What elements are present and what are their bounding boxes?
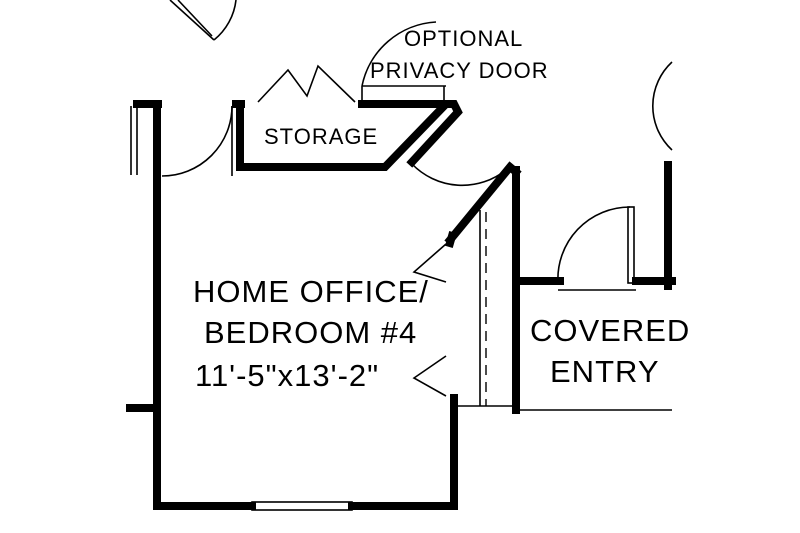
closet-diagonal-wall — [444, 161, 522, 246]
label-home-office: HOME OFFICE/ — [193, 274, 429, 309]
hall-wall — [406, 100, 463, 168]
upper-door-leaf-2 — [177, 0, 213, 37]
label-storage: STORAGE — [264, 124, 378, 149]
right-edge-arc — [651, 61, 673, 151]
hall-door-leaf — [411, 113, 461, 165]
closet-bifold-upper — [412, 243, 447, 283]
storage-bifold-door — [257, 64, 356, 103]
label-bedroom: BEDROOM #4 — [204, 315, 417, 350]
label-room-dimensions: 11'-5"x13'-2" — [195, 358, 379, 393]
privacy-door-swing — [361, 21, 437, 87]
hall-door-swing — [411, 163, 507, 187]
room-door-swing — [161, 105, 233, 177]
upper-door-leaf — [169, 0, 215, 41]
label-optional: OPTIONAL — [404, 26, 523, 51]
storage-walls — [236, 100, 456, 171]
entry-door-leaf — [627, 206, 635, 284]
label-privacy-door: PRIVACY DOOR — [370, 58, 549, 83]
thin-lines — [130, 0, 673, 511]
walls — [126, 100, 676, 510]
closet-bifold-lower — [412, 355, 447, 397]
bottom-window — [251, 501, 353, 511]
upper-door-swing — [213, 0, 237, 41]
entry-door-swing — [557, 206, 631, 284]
labels: OPTIONAL PRIVACY DOOR STORAGE HOME OFFIC… — [193, 26, 690, 393]
label-entry: ENTRY — [550, 354, 660, 389]
label-covered: COVERED — [530, 313, 690, 348]
